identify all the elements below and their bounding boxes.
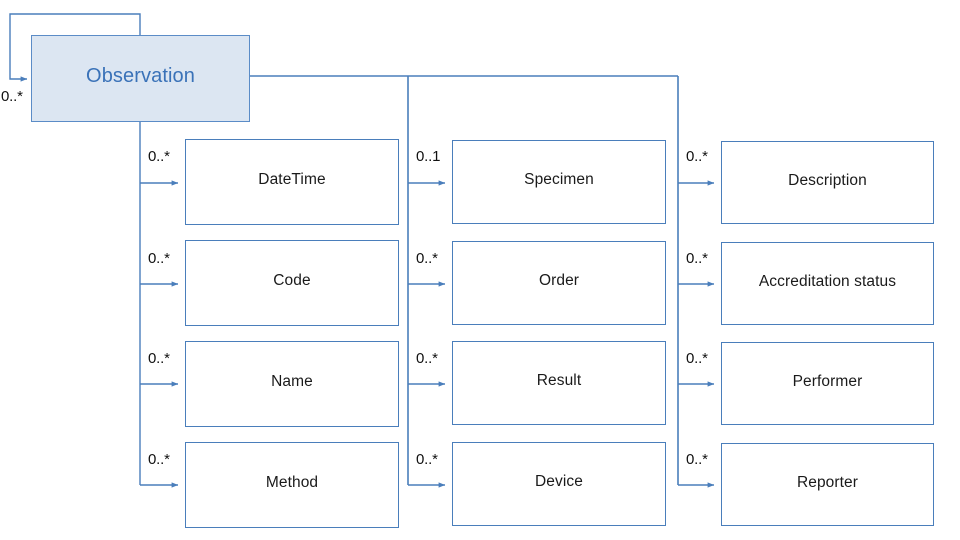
multiplicity-description: 0..* [686,148,708,165]
node-order-label: Order [538,272,580,290]
node-description-label: Description [788,171,867,189]
multiplicity-observation-self: 0..* [1,88,23,105]
node-observation-label: Observation [86,64,195,87]
node-method-label: Method [265,474,319,492]
multiplicity-specimen: 0..1 [416,148,441,165]
node-specimen[interactable]: Specimen [452,140,666,224]
node-reporter-label: Reporter [796,473,859,491]
multiplicity-datetime: 0..* [148,148,170,165]
node-specimen-label: Specimen [524,171,594,189]
multiplicity-name: 0..* [148,350,170,367]
node-result-label: Result [536,372,582,390]
node-name[interactable]: Name [185,341,399,427]
node-device-label: Device [535,473,583,491]
node-performer[interactable]: Performer [721,342,934,425]
multiplicity-result: 0..* [416,350,438,367]
node-datetime-label: DateTime [258,171,326,189]
node-order[interactable]: Order [452,241,666,325]
multiplicity-performer: 0..* [686,350,708,367]
node-datetime[interactable]: DateTime [185,139,399,225]
multiplicity-method: 0..* [148,451,170,468]
node-accreditation-status[interactable]: Accreditation status [721,242,934,325]
node-method[interactable]: Method [185,442,399,528]
multiplicity-order: 0..* [416,250,438,267]
node-performer-label: Performer [792,372,863,390]
node-name-label: Name [271,373,313,391]
multiplicity-reporter: 0..* [686,451,708,468]
node-result[interactable]: Result [452,341,666,425]
multiplicity-accreditation-status: 0..* [686,250,708,267]
multiplicity-code: 0..* [148,250,170,267]
node-code[interactable]: Code [185,240,399,326]
node-accreditation-status-label: Accreditation status [758,272,897,290]
node-code-label: Code [273,272,311,290]
node-observation[interactable]: Observation [31,35,250,122]
multiplicity-device: 0..* [416,451,438,468]
node-device[interactable]: Device [452,442,666,526]
node-reporter[interactable]: Reporter [721,443,934,526]
node-description[interactable]: Description [721,141,934,224]
